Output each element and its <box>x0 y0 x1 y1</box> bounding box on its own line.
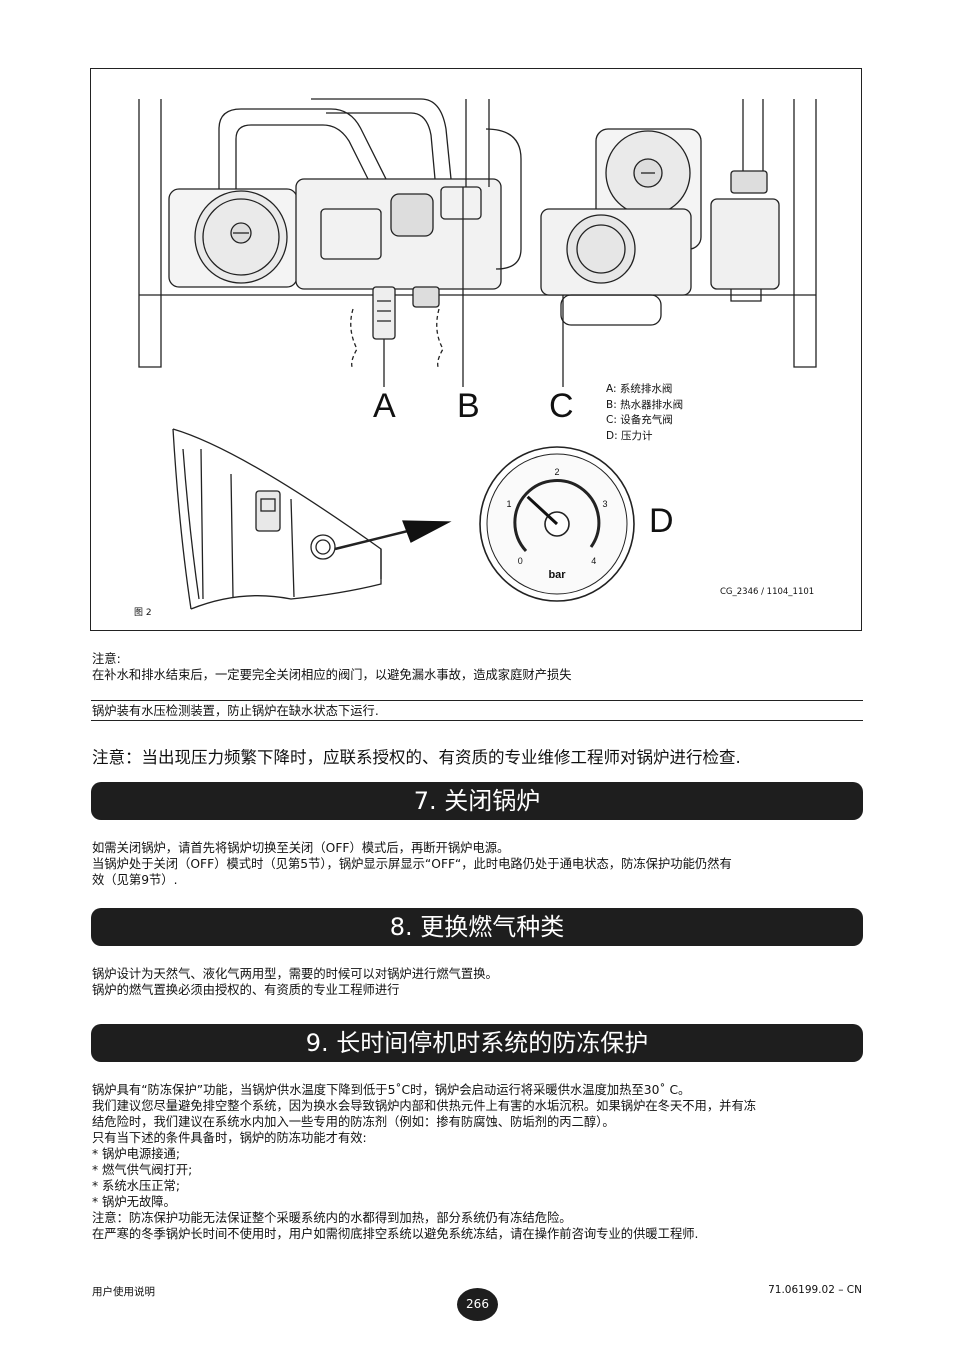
section-9-bullet: * 锅炉无故障。 <box>92 1195 176 1209</box>
section-body-8: 锅炉设计为天然气、液化气两用型，需要的时候可以对锅炉进行燃气置换。 锅炉的燃气置… <box>92 966 498 998</box>
callout-a: A <box>373 387 396 425</box>
section-9-line: 注意：防冻保护功能无法保证整个采暖系统内的水都得到加热，部分系统仍有冻结危险。 <box>92 1211 572 1225</box>
document-code: 71.06199.02 – CN <box>768 1284 862 1296</box>
divider-top <box>91 700 863 701</box>
note-block: 注意: 在补水和排水结束后，一定要完全关闭相应的阀门，以避免漏水事故，造成家庭财… <box>92 651 572 683</box>
legend-item-d: D: 压力计 <box>606 429 653 442</box>
callout-d: D <box>649 502 674 540</box>
gauge-tick-label: 0 <box>518 556 523 566</box>
page-number: 266 <box>457 1288 498 1321</box>
figure-code: CG_2346 / 1104_1101 <box>720 587 815 597</box>
legend-item-a: A: 系统排水阀 <box>606 383 673 395</box>
section-heading-8: 8. 更换燃气种类 <box>91 908 863 946</box>
section-9-bullet: * 系统水压正常; <box>92 1179 180 1193</box>
section-8-line: 锅炉的燃气置换必须由授权的、有资质的专业工程师进行 <box>92 983 400 997</box>
gauge-tick-label: 4 <box>591 556 596 566</box>
gauge-unit: bar <box>548 569 566 581</box>
legend-item-b: B: 热水器排水阀 <box>606 398 684 411</box>
section-body-9: 锅炉具有“防冻保护”功能，当锅炉供水温度下降到低于5˚C时，锅炉会启动运行将采暖… <box>92 1082 756 1242</box>
section-9-line: 在严寒的冬季锅炉长时间不使用时，用户如需彻底排空系统以避免系统冻结，请在操作前咨… <box>92 1227 699 1241</box>
note-body: 在补水和排水结束后，一定要完全关闭相应的阀门，以避免漏水事故，造成家庭财产损失 <box>92 668 572 682</box>
section-9-line: 锅炉具有“防冻保护”功能，当锅炉供水温度下降到低于5˚C时，锅炉会启动运行将采暖… <box>92 1083 691 1097</box>
gauge-needle <box>526 495 559 526</box>
section-9-line: 我们建议您尽量避免排空整个系统，因为换水会导致锅炉内部和供热元件上有害的水垢沉积… <box>92 1099 757 1113</box>
footer-title: 用户使用说明 <box>92 1286 155 1298</box>
gauge-tick-label: 1 <box>506 499 511 509</box>
figure-2: 0 1 2 3 4 bar A B C D A: 系统排水阀 B: 热水器排水阀 C: … <box>90 68 862 631</box>
callout-c: C <box>549 387 574 425</box>
section-7-line: 当锅炉处于关闭（OFF）模式时（见第5节），锅炉显示屏显示“OFF“，此时电路仍… <box>92 857 732 871</box>
section-body-7: 如需关闭锅炉，请首先将锅炉切换至关闭（OFF）模式后，再断开锅炉电源。 当锅炉处… <box>92 840 732 888</box>
section-9-bullet: * 燃气供气阀打开; <box>92 1163 193 1177</box>
section-9-bullet: * 锅炉电源接通; <box>92 1147 180 1161</box>
boiler-illustration: 0 1 2 3 4 bar <box>138 98 817 610</box>
gauge-tick-label: 3 <box>602 499 607 509</box>
section-8-line: 锅炉设计为天然气、液化气两用型，需要的时候可以对锅炉进行燃气置换。 <box>92 967 498 981</box>
pressure-notice: 注意：当出现压力频繁下降时，应联系授权的、有资质的专业维修工程师对锅炉进行检查. <box>92 748 741 767</box>
section-7-line: 效（见第9节）. <box>92 873 178 887</box>
section-7-line: 如需关闭锅炉，请首先将锅炉切换至关闭（OFF）模式后，再断开锅炉电源。 <box>92 841 510 855</box>
section-9-line: 只有当下述的条件具备时，锅炉的防冻功能才有效: <box>92 1131 367 1145</box>
section-heading-7: 7. 关闭锅炉 <box>91 782 863 820</box>
boxed-note: 锅炉装有水压检测装置，防止锅炉在缺水状态下运行. <box>92 704 379 718</box>
note-title: 注意: <box>92 652 121 666</box>
divider-bottom <box>91 720 863 721</box>
gauge-tick-label: 2 <box>554 467 559 477</box>
figure-legend: A: 系统排水阀 B: 热水器排水阀 C: 设备充气阀 D: 压力计 <box>606 382 683 444</box>
section-heading-9: 9. 长时间停机时系统的防冻保护 <box>91 1024 863 1062</box>
callout-b: B <box>457 387 480 425</box>
section-9-line: 结危险时，我们建议在系统水内加入一些专用的防冻剂（例如：掺有防腐蚀、防垢剂的丙二… <box>92 1115 615 1129</box>
figure-label: 图 2 <box>134 608 152 618</box>
legend-item-c: C: 设备充气阀 <box>606 414 673 426</box>
